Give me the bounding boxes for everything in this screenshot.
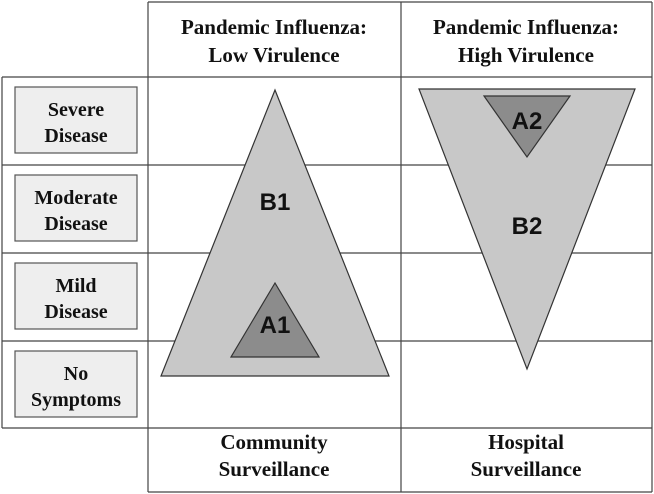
column-footer-hospital-line-2: Surveillance [471, 457, 582, 481]
triangle-b2 [418, 88, 636, 371]
triangle-a2 [482, 95, 572, 159]
high-virulence-pyramid: B2 A2 [418, 88, 636, 371]
triangle-a1-label: A1 [260, 312, 291, 339]
row-label-severe-line-1: Severe [48, 99, 104, 121]
triangle-b2-label: B2 [512, 213, 543, 240]
row-label-severe-disease: Severe Disease [14, 86, 138, 154]
row-label-severe-line-2: Disease [44, 125, 107, 147]
column-header-high-line-2: High Virulence [458, 43, 594, 67]
row-label-box-severe [14, 86, 138, 154]
row-label-box-moderate [14, 174, 138, 242]
column-header-high-virulence: Pandemic Influenza: High Virulence [433, 15, 619, 67]
column-footer-hospital-line-1: Hospital [488, 430, 564, 454]
column-header-low-line-1: Pandemic Influenza: [181, 15, 367, 39]
row-label-mild-line-1: Mild [55, 275, 96, 297]
row-label-moderate-line-1: Moderate [34, 187, 117, 209]
column-footer-community-line-2: Surveillance [219, 457, 330, 481]
row-label-moderate-line-2: Disease [44, 213, 107, 235]
row-label-mild-disease: Mild Disease [14, 262, 138, 330]
row-label-box-mild [14, 262, 138, 330]
column-footer-hospital: Hospital Surveillance [471, 430, 582, 481]
low-virulence-pyramid: B1 A1 [160, 88, 390, 377]
row-label-mild-line-2: Disease [44, 301, 107, 323]
row-label-no-symptoms-line-1: No [64, 363, 88, 385]
column-header-high-line-1: Pandemic Influenza: [433, 15, 619, 39]
column-header-low-line-2: Low Virulence [208, 43, 339, 67]
column-header-low-virulence: Pandemic Influenza: Low Virulence [181, 15, 367, 67]
triangle-a2-label: A2 [512, 108, 543, 135]
triangle-b1 [160, 88, 390, 377]
row-label-box-no-symptoms [14, 350, 138, 418]
row-label-no-symptoms: No Symptoms [14, 350, 138, 418]
column-footer-community-line-1: Community [220, 430, 328, 454]
row-label-moderate-disease: Moderate Disease [14, 174, 138, 242]
triangle-b1-label: B1 [260, 189, 291, 216]
row-label-no-symptoms-line-2: Symptoms [31, 389, 121, 411]
column-footer-community: Community Surveillance [219, 430, 330, 481]
triangle-a1 [229, 281, 321, 358]
